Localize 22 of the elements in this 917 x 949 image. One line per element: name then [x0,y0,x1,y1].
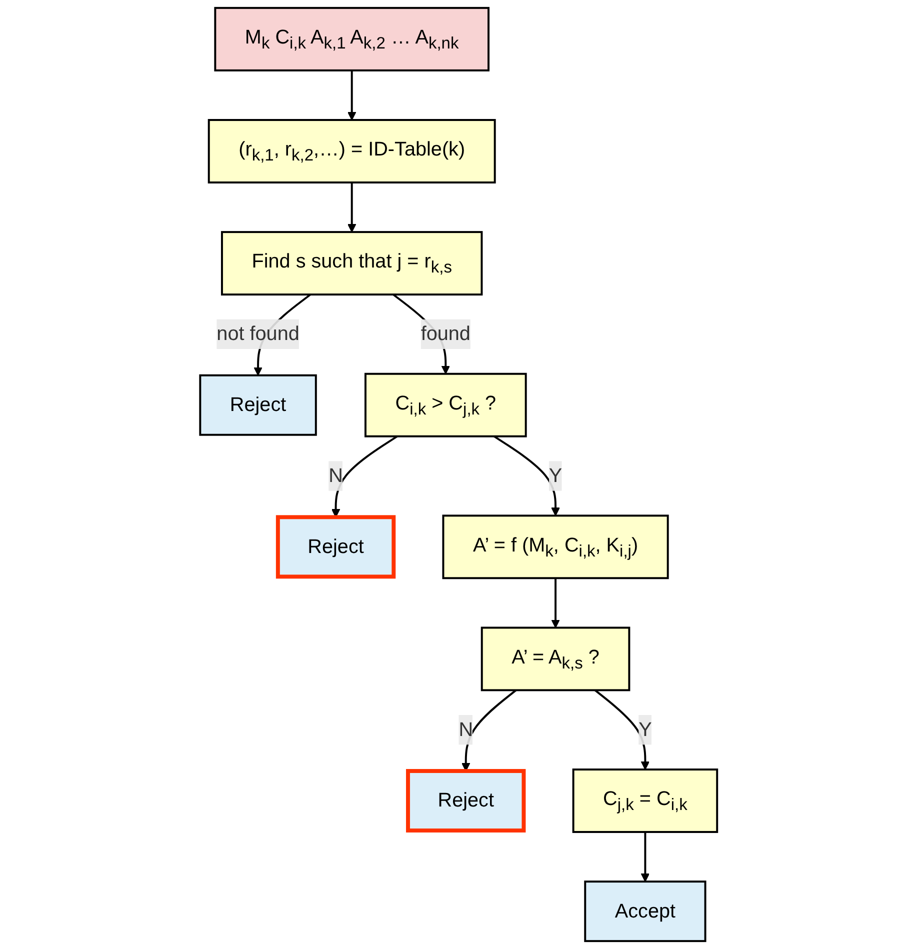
edge-label: found [420,323,470,346]
edge-label: not found [216,323,300,346]
arrow [551,578,560,628]
node-box: A’ = A$_{k,s}$ ? [480,626,630,692]
arrow [640,832,650,882]
arrow [347,70,356,120]
node-box: Reject [276,515,396,579]
arrow [347,182,356,232]
node-box: A’ = f (M$_{k}$, C$_{i,k}$, K$_{i,j}$) [442,514,669,580]
arrow [493,435,560,516]
node-box: (r$_{k,1}$, r$_{k,2}$,…) = ID-Table(k) [208,119,496,184]
node-box: Reject [406,769,526,832]
edge-label: Y [548,465,562,487]
arrow [331,435,398,518]
node-box: C$_{j,k}$ = C$_{i,k}$ [572,768,718,833]
node-box: Find s such that j = r$_{k,s}$ [220,231,483,296]
node-box: C$_{i,k}$ > C$_{j,k}$ ? [364,372,527,438]
node-box: Reject [199,374,317,436]
node-box: Accept [584,880,706,942]
edge-label: N [328,465,343,487]
edge-label: Y [638,718,652,741]
edge-label: N [458,718,473,741]
